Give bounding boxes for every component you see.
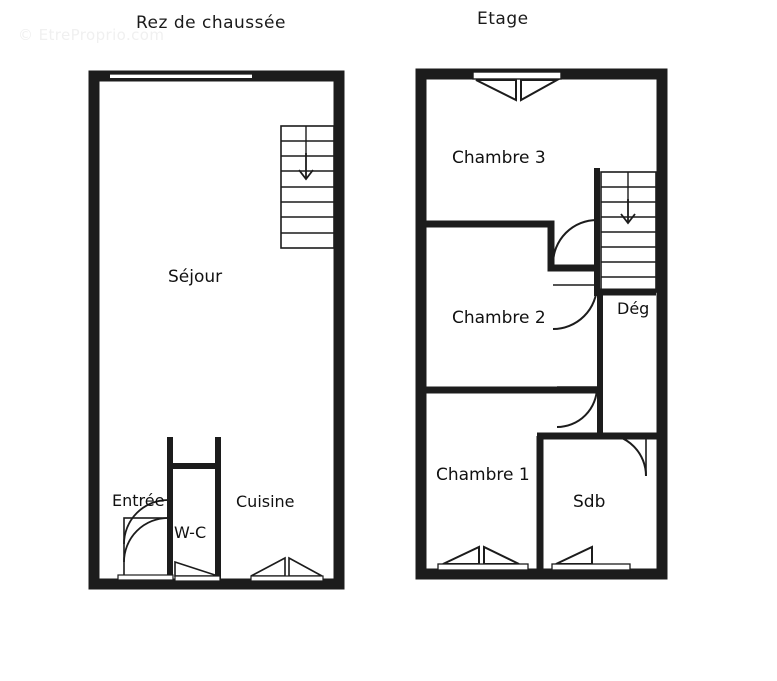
- wall-chambre3-chambre2: [421, 220, 600, 272]
- window-cuisine-bottom-icon: [250, 556, 324, 582]
- room-label-chambre-2: Chambre 2: [452, 308, 546, 328]
- window-entree-bottom-icon: [117, 574, 174, 581]
- plan-title-etage: Etage: [477, 9, 529, 29]
- watermark: © EtreProprio.com: [18, 26, 165, 44]
- staircase-etage-icon: [600, 171, 657, 293]
- outer-wall-rdc: [88, 70, 345, 590]
- room-label-chambre-1: Chambre 1: [436, 465, 530, 485]
- room-label-sejour: Séjour: [168, 267, 223, 287]
- window-wc-bottom-icon: [174, 560, 221, 582]
- plan-title-rez-de-chaussee: Rez de chaussée: [136, 13, 286, 33]
- room-label-entree: Entrée: [112, 491, 165, 510]
- outer-wall-etage: [415, 68, 668, 580]
- room-label-wc: W-C: [174, 523, 207, 542]
- door-sdb-icon: [603, 433, 647, 477]
- room-label-sdb: Sdb: [573, 492, 606, 512]
- room-label-degagement: Dég: [617, 299, 650, 318]
- door-chambre3-icon: [552, 219, 598, 265]
- plan-rez-de-chaussee: [88, 70, 345, 590]
- window-sdb-bottom-icon: [551, 545, 631, 571]
- staircase-rdc-icon: [280, 125, 335, 249]
- window-chambre1-bottom-icon: [437, 545, 529, 571]
- door-chambre2-icon: [552, 284, 598, 330]
- room-label-chambre-3: Chambre 3: [452, 148, 546, 168]
- door-entree-icon: [123, 499, 169, 577]
- door-chambre1-icon: [556, 386, 598, 428]
- window-chambre3-top-icon: [472, 71, 562, 102]
- plan-etage: [415, 68, 668, 580]
- room-label-cuisine: Cuisine: [236, 492, 295, 511]
